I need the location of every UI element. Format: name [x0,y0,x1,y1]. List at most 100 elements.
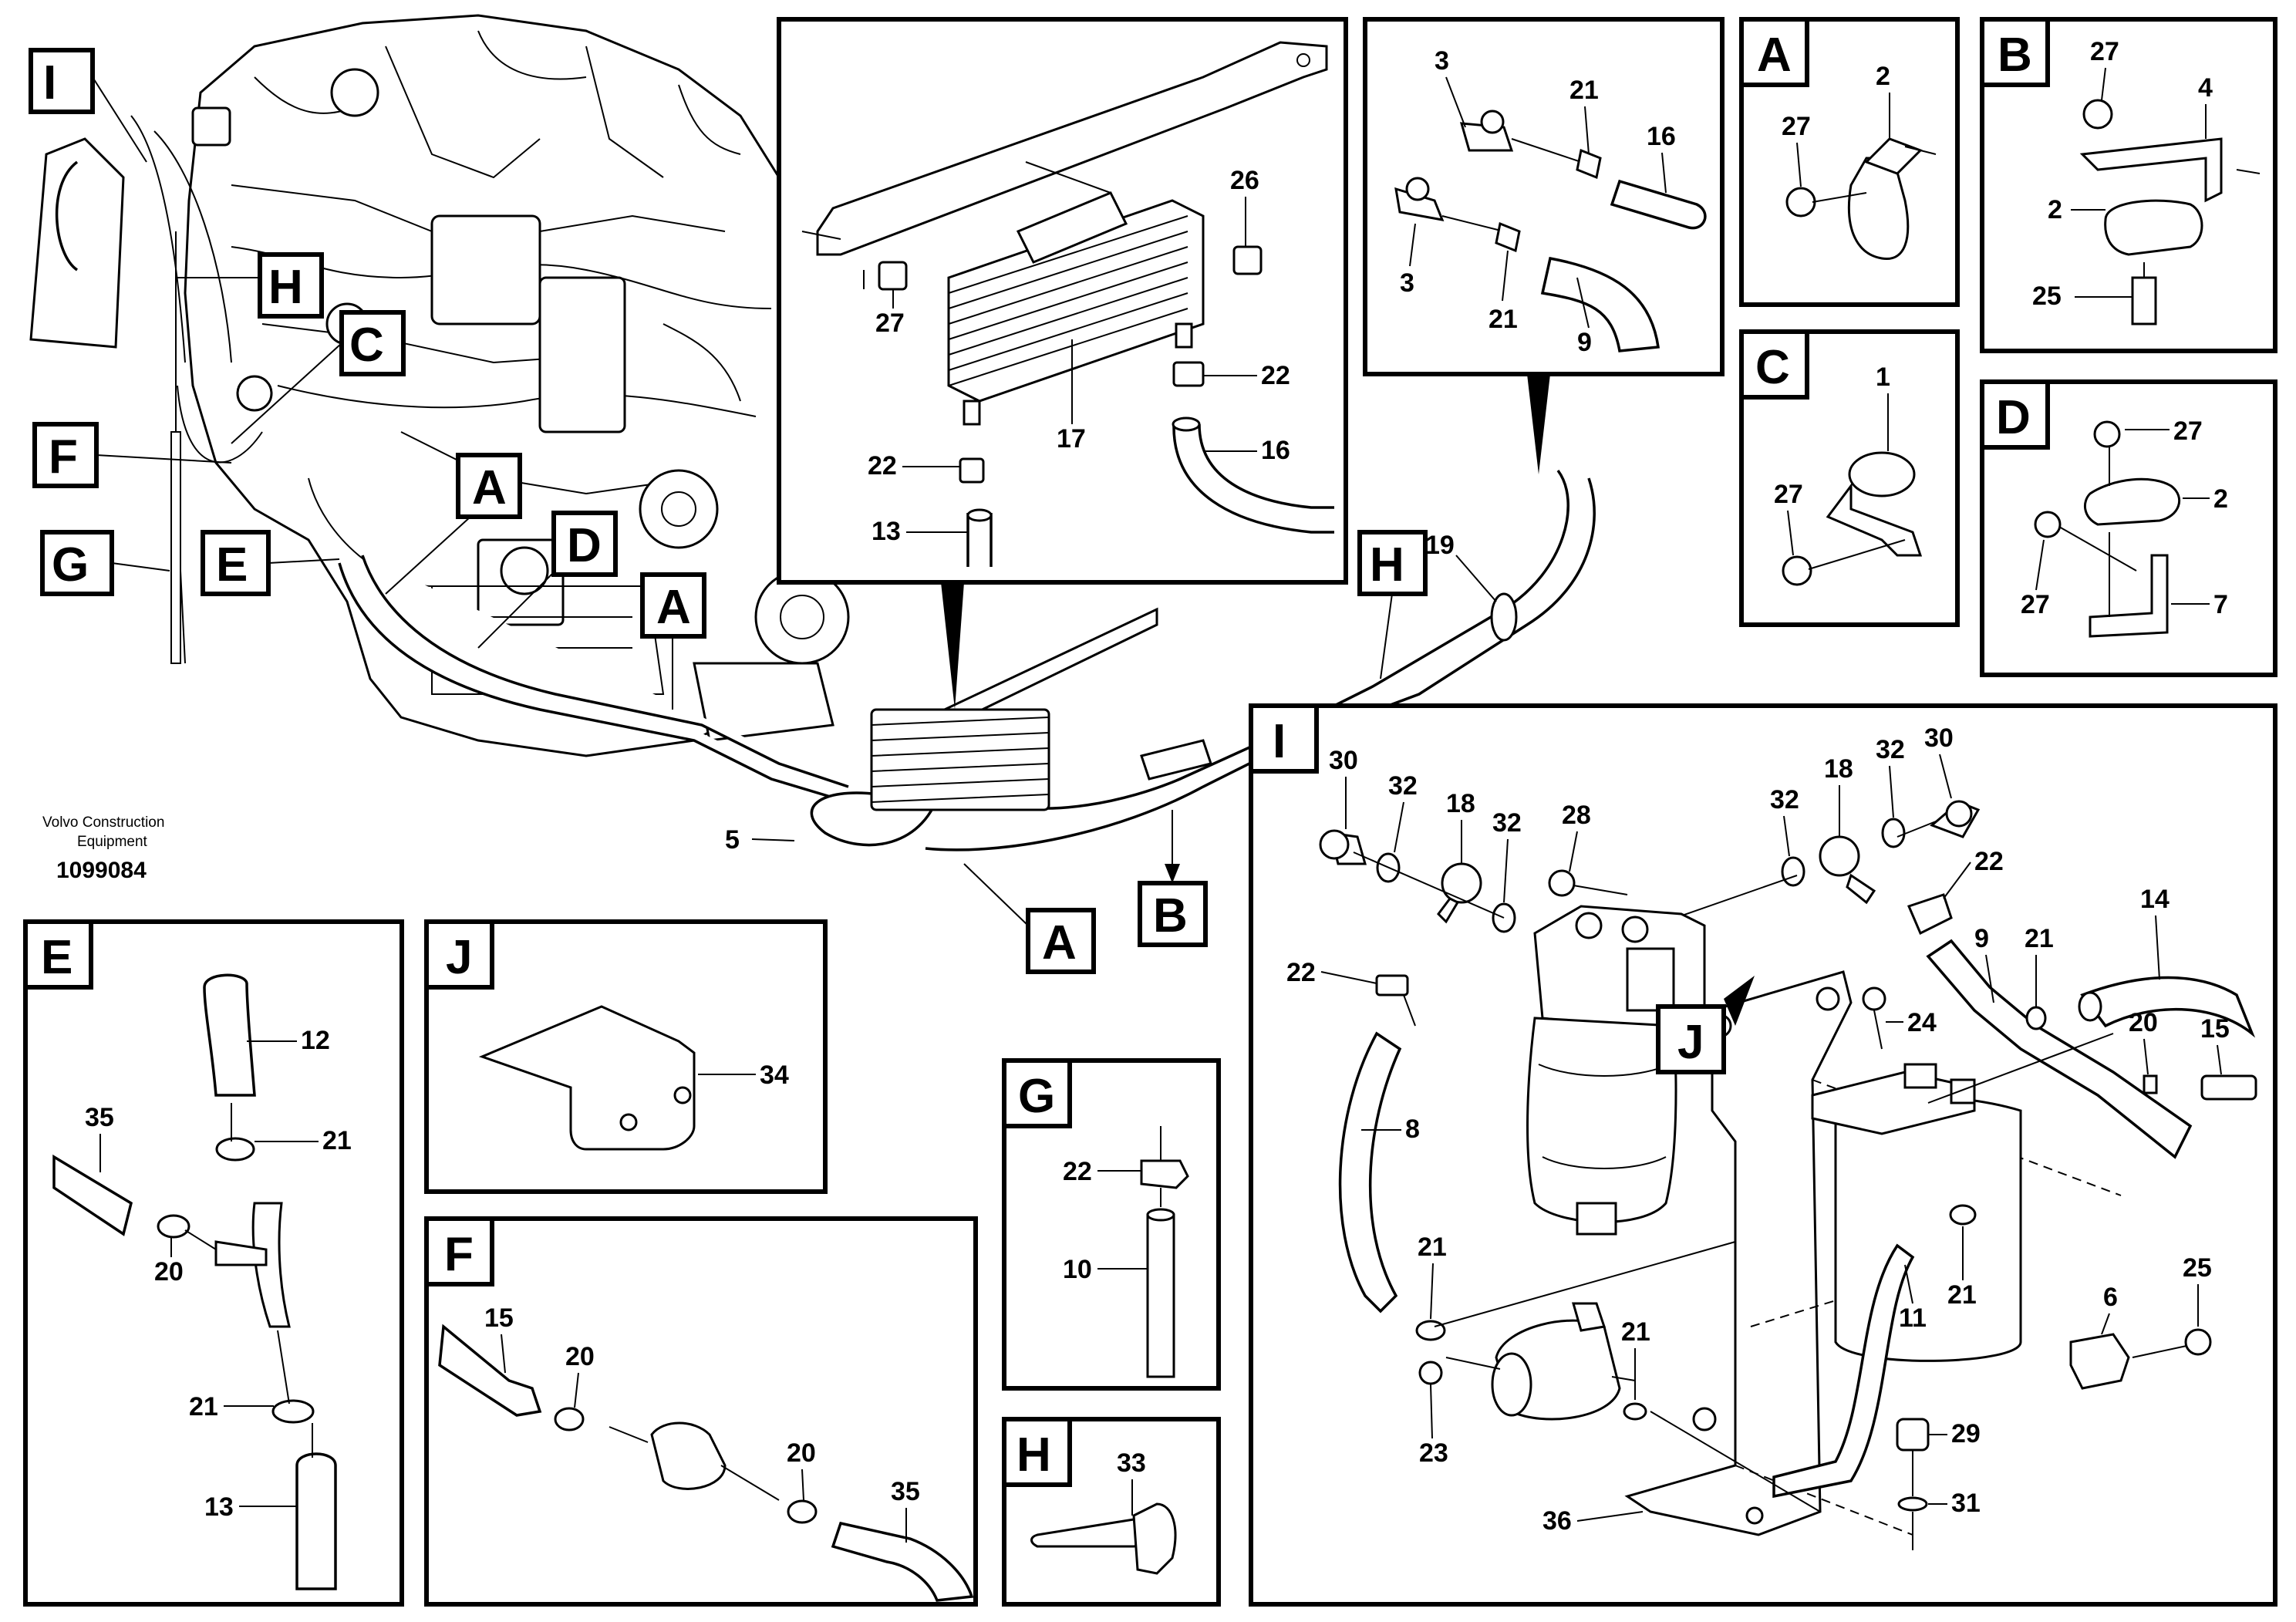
detail-G-panel: G 22 10 [1002,1058,1221,1391]
label-23-I: 23 [1419,1438,1448,1468]
label-32-I-3: 32 [1770,785,1799,814]
tag-D-main: D [567,519,602,572]
label-21-upper: 21 [1569,76,1599,105]
label-3-lower: 3 [1400,268,1414,298]
tag-J-detail: J [446,931,472,984]
tag-D-detail: D [1996,391,2031,444]
label-9-hose: 9 [1577,328,1592,357]
tag-A-detail: A [1757,29,1792,82]
tag-A-main-2: A [656,581,691,634]
label-14-I: 14 [2140,885,2170,914]
label-18-I-left: 18 [1446,789,1475,818]
tag-E-main: E [216,538,248,592]
label-35-E: 35 [85,1103,114,1132]
detail-I-panel: I [1249,703,2277,1607]
tag-F-main: F [49,430,78,484]
label-31-I: 31 [1951,1489,1981,1518]
hose-detail-panel: 3 21 16 3 21 9 [1363,17,1725,474]
label-20-F-right: 20 [787,1438,816,1468]
tag-I-detail: I [1273,715,1286,768]
watermark: Volvo Construction Equipment 1099084 [42,814,164,883]
label-21-I-right: 21 [1947,1280,1977,1310]
label-27-D-bottom: 27 [2021,590,2050,619]
label-20-E: 20 [154,1257,184,1286]
label-22-G: 22 [1063,1157,1092,1186]
label-27-A: 27 [1782,112,1811,141]
label-30-I-left: 30 [1329,746,1358,775]
label-9-I: 9 [1974,924,1989,953]
label-32-I-4: 32 [1876,735,1905,764]
cooler-detail-panel: 26 27 22 17 16 22 13 [777,17,1348,710]
tag-E-detail: E [41,931,72,984]
fuel-prefilter-assembly [29,106,263,664]
detail-C-panel: C 1 27 [1739,329,1960,627]
tag-A-main-1: A [472,461,507,514]
label-20-I: 20 [2129,1008,2158,1037]
label-21-I-left: 21 [1418,1233,1447,1262]
tag-H-main-2: H [1370,538,1404,592]
label-32-I-1: 32 [1388,771,1418,801]
label-10-G: 10 [1063,1255,1092,1284]
tag-A-main-3: A [1042,916,1077,969]
label-18-I-right: 18 [1824,754,1853,784]
label-35-F: 35 [891,1477,920,1506]
label-16-hose: 16 [1647,122,1676,151]
label-17: 17 [1057,424,1086,454]
fuel-cooler-main [870,607,1212,811]
label-25-I: 25 [2183,1253,2212,1283]
label-12-E: 12 [301,1026,330,1055]
label-6-I: 6 [2103,1283,2118,1312]
label-3-upper: 3 [1435,46,1449,76]
detail-A-panel: A 2 27 [1739,17,1960,307]
detail-D-panel: D 27 2 27 7 [1980,379,2277,677]
label-22-I-left: 22 [1286,958,1316,987]
watermark-ref: 1099084 [56,858,147,883]
label-2-D: 2 [2213,484,2228,514]
label-2-B: 2 [2048,195,2062,224]
label-15-F: 15 [484,1303,514,1333]
label-24-I: 24 [1907,1008,1937,1037]
main-view-callouts: I H C F G E A D A H B A [29,48,1497,974]
label-28-I: 28 [1562,801,1591,830]
label-21-I-pump: 21 [1621,1317,1650,1347]
label-21-I-top: 21 [2025,924,2054,953]
label-26: 26 [1230,166,1259,195]
label-22-I-right: 22 [1974,847,2004,876]
label-32-I-2: 32 [1492,808,1522,838]
tag-C-main: C [349,319,384,372]
tag-H-main: H [268,261,303,314]
label-1-C: 1 [1876,363,1890,392]
detail-E-panel: E 12 35 21 20 21 13 [23,919,404,1607]
label-22-lower: 22 [868,451,897,481]
detail-F-panel: F 15 20 20 35 [424,1216,978,1607]
tag-G-main: G [52,538,89,592]
label-11-I: 11 [1899,1303,1927,1333]
label-8-I: 8 [1405,1114,1420,1144]
tag-G-detail: G [1018,1070,1055,1123]
label-5: 5 [725,825,740,855]
label-2-A: 2 [1876,62,1890,91]
label-4-B: 4 [2198,73,2213,103]
label-21-E-upper: 21 [322,1126,352,1155]
label-16: 16 [1261,436,1290,465]
tag-H-detail: H [1017,1428,1051,1482]
tag-B-detail: B [1998,29,2032,82]
label-13: 13 [872,517,901,546]
label-33-H: 33 [1117,1448,1146,1478]
label-34-J: 34 [760,1061,789,1090]
label-21-lower: 21 [1489,305,1518,334]
label-22-upper: 22 [1261,361,1290,390]
tag-C-detail: C [1755,341,1790,394]
detail-H-panel: H 33 [1002,1417,1221,1607]
detail-J-panel: J 34 [424,919,828,1194]
label-15-I: 15 [2200,1014,2230,1044]
label-19: 19 [1425,531,1455,560]
detail-B-panel: B 27 4 2 25 [1980,17,2277,353]
label-13-E: 13 [204,1492,234,1522]
label-30-I-right: 30 [1924,723,1954,753]
tag-F-detail: F [444,1228,474,1281]
tag-I-main: I [43,56,56,110]
label-27-C: 27 [1774,480,1803,509]
label-21-E-lower: 21 [189,1392,218,1421]
